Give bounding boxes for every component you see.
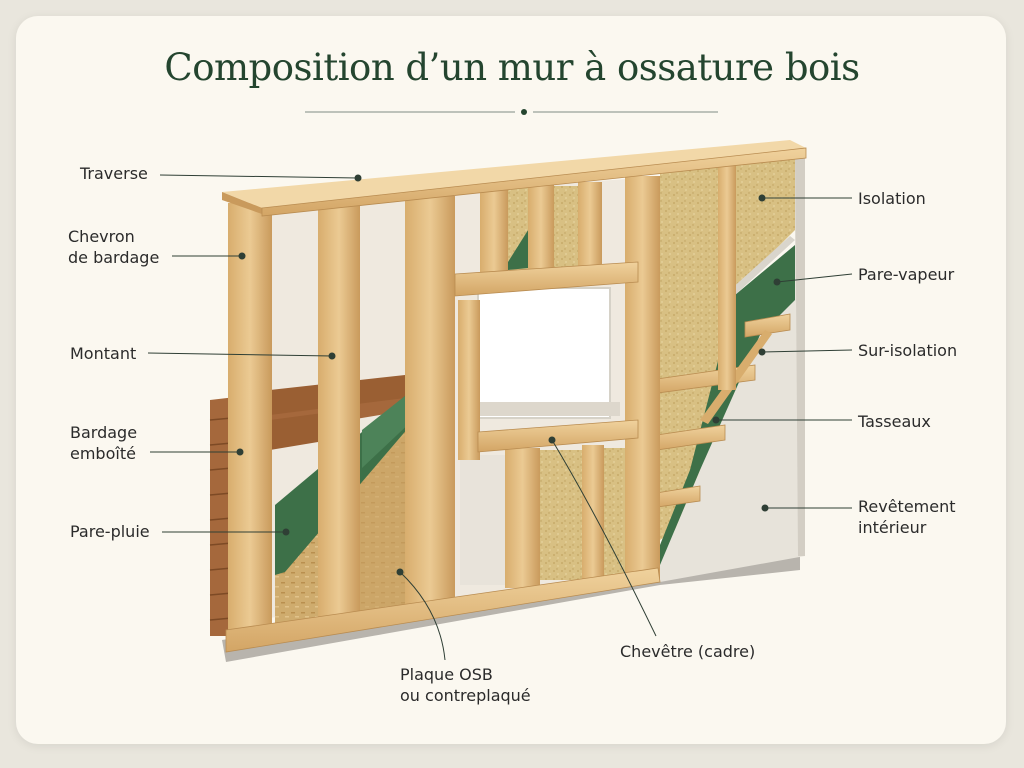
label-montant: Montant	[70, 344, 137, 363]
label-tasseaux: Tasseaux	[858, 412, 931, 431]
top-rail	[222, 140, 807, 217]
label-chevron-line1: Chevron	[68, 227, 135, 246]
label-traverse: Traverse	[80, 164, 148, 183]
bottom-plate	[225, 567, 661, 653]
chevetre-frame	[454, 261, 639, 453]
label-chevron-line2: de bardage	[68, 248, 160, 267]
label-revetement: Revêtement intérieur	[858, 496, 956, 538]
label-osb-line1: Plaque OSB	[400, 665, 493, 684]
studs	[228, 164, 736, 643]
label-pare-pluie: Pare-pluie	[70, 522, 150, 541]
leader-dots	[236, 174, 781, 576]
label-bardage-line2: emboîté	[70, 444, 136, 463]
label-osb: Plaque OSB ou contreplaqué	[400, 664, 531, 706]
label-pare-vapeur: Pare-vapeur	[858, 265, 955, 284]
label-revetement-line1: Revêtement	[858, 497, 956, 516]
page-title: Composition d’un mur à ossature bois	[164, 46, 860, 89]
leaders	[147, 174, 853, 661]
label-revetement-line2: intérieur	[858, 518, 927, 537]
label-isolation: Isolation	[858, 189, 926, 208]
interior-lining	[660, 155, 805, 582]
label-bardage-line1: Bardage	[70, 423, 138, 442]
label-sur-isolation: Sur-isolation	[858, 341, 958, 360]
label-bardage: Bardage emboîté	[70, 422, 137, 464]
window	[470, 287, 620, 419]
label-chevron: Chevron de bardage	[68, 226, 159, 268]
label-osb-line2: ou contreplaqué	[400, 686, 531, 705]
title-divider	[305, 109, 718, 115]
label-chevetre: Chevêtre (cadre)	[620, 642, 756, 661]
